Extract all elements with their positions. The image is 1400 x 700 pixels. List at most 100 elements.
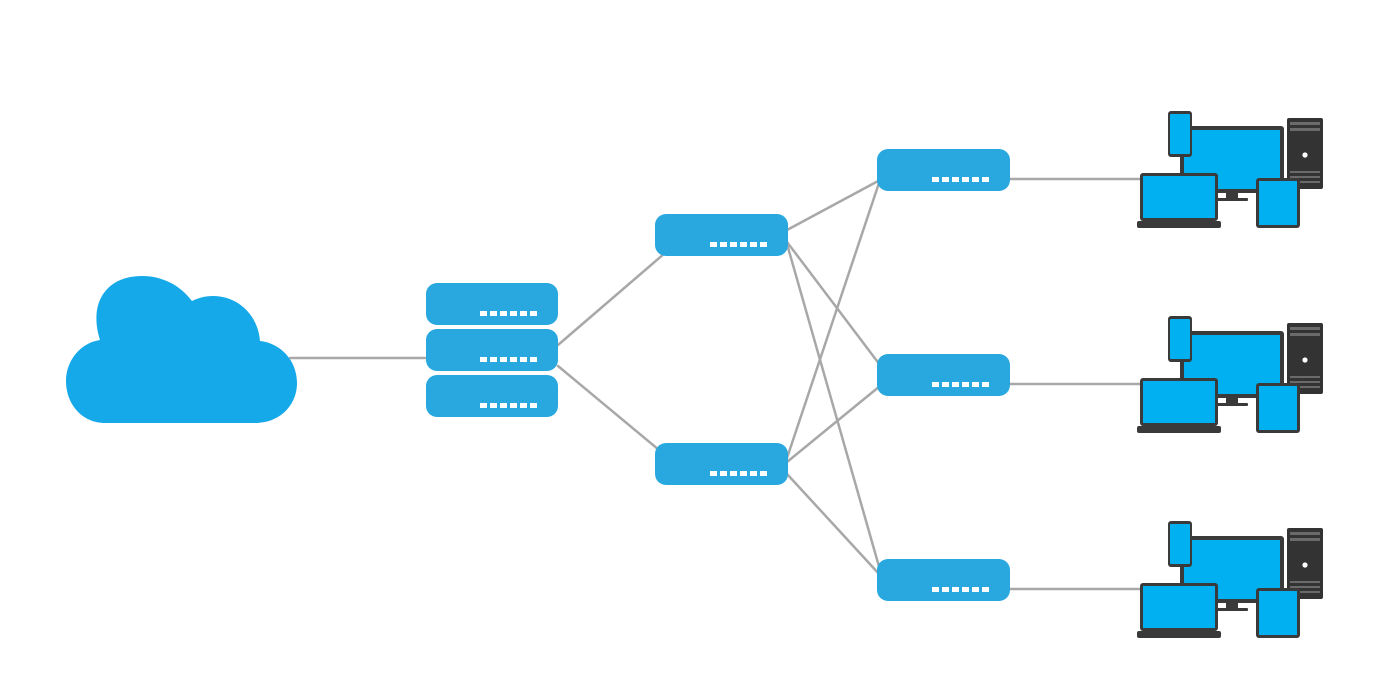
laptop-icon [1137, 173, 1221, 228]
port-4 [740, 242, 747, 247]
port-4 [510, 403, 517, 408]
port-3 [952, 382, 959, 387]
tower-pc-icon [1287, 528, 1323, 599]
port-1 [932, 382, 939, 387]
core-unit-1-body [426, 283, 558, 325]
tablet-screen [1259, 181, 1297, 225]
port-1 [480, 357, 487, 362]
link-dist-top-to-access-3 [785, 242, 882, 572]
laptop-base [1137, 426, 1221, 433]
port-6 [530, 403, 537, 408]
endpoint-cluster-1 [1137, 111, 1323, 228]
tablet-screen [1259, 386, 1297, 430]
access-switch-2-body [877, 354, 1010, 396]
laptop-icon [1137, 583, 1221, 638]
tower-vent-3 [1290, 591, 1320, 593]
port-2 [720, 242, 727, 247]
cloud-shape [66, 276, 297, 423]
laptop-screen [1143, 176, 1215, 218]
link-dist-top-to-access-1 [785, 178, 882, 232]
access-switch-3 [877, 559, 1010, 601]
tablet-icon [1256, 178, 1300, 228]
link-dist-bottom-to-access-1 [785, 178, 882, 460]
monitor-neck [1226, 193, 1238, 198]
distribution-switch-bottom-body [655, 443, 788, 485]
tower-slot-1 [1290, 327, 1320, 330]
cloud-icon [66, 276, 297, 423]
port-1 [480, 311, 487, 316]
monitor-foot [1216, 198, 1248, 201]
port-4 [962, 382, 969, 387]
monitor-foot [1216, 608, 1248, 611]
port-5 [750, 471, 757, 476]
access-switch-3-body [877, 559, 1010, 601]
distribution-switch-bottom [655, 443, 788, 485]
smartphone-icon [1168, 111, 1192, 157]
tower-slot-2 [1290, 333, 1320, 336]
link-dist-bottom-to-access-2 [785, 384, 882, 464]
distribution-switch-top [655, 214, 788, 256]
port-4 [510, 311, 517, 316]
tower-slot-2 [1290, 128, 1320, 131]
monitor-neck [1226, 603, 1238, 608]
tower-slot-1 [1290, 532, 1320, 535]
access-switch-1-body [877, 149, 1010, 191]
port-5 [972, 587, 979, 592]
tower-vent-1 [1290, 171, 1320, 173]
port-1 [480, 403, 487, 408]
port-5 [750, 242, 757, 247]
core-unit-2-body [426, 329, 558, 371]
core-unit-1 [426, 283, 558, 325]
laptop-base [1137, 221, 1221, 228]
tower-pc-icon [1287, 118, 1323, 189]
tower-vent-2 [1290, 176, 1320, 178]
access-switch-2 [877, 354, 1010, 396]
access-switch-1 [877, 149, 1010, 191]
tablet-screen [1259, 591, 1297, 635]
link-dist-top-to-access-2 [785, 240, 882, 367]
tablet-icon [1256, 383, 1300, 433]
tower-slot-2 [1290, 538, 1320, 541]
tablet-icon [1256, 588, 1300, 638]
port-1 [710, 471, 717, 476]
laptop-base [1137, 631, 1221, 638]
core-server-stack [426, 283, 558, 417]
tower-vent-2 [1290, 381, 1320, 383]
port-1 [932, 177, 939, 182]
tower-power-led [1302, 152, 1308, 158]
port-5 [520, 403, 527, 408]
distribution-switch-top-body [655, 214, 788, 256]
tower-vent-1 [1290, 376, 1320, 378]
phone-screen [1170, 114, 1190, 154]
port-2 [490, 311, 497, 316]
smartphone-icon [1168, 521, 1192, 567]
port-5 [972, 382, 979, 387]
port-2 [942, 177, 949, 182]
laptop-icon [1137, 378, 1221, 433]
port-3 [500, 311, 507, 316]
tower-vent-3 [1290, 181, 1320, 183]
phone-screen [1170, 319, 1190, 359]
laptop-screen [1143, 381, 1215, 423]
endpoint-cluster-3 [1137, 521, 1323, 638]
port-4 [962, 587, 969, 592]
port-5 [520, 357, 527, 362]
port-2 [490, 357, 497, 362]
nodes-layer [66, 111, 1323, 638]
port-4 [740, 471, 747, 476]
link-core-stack-to-dist-top [556, 251, 667, 347]
port-3 [730, 242, 737, 247]
port-3 [952, 177, 959, 182]
port-3 [500, 357, 507, 362]
port-1 [932, 587, 939, 592]
endpoint-cluster-2 [1137, 316, 1323, 433]
port-5 [972, 177, 979, 182]
port-3 [952, 587, 959, 592]
phone-screen [1170, 524, 1190, 564]
port-4 [510, 357, 517, 362]
link-core-stack-to-dist-bottom [556, 364, 667, 457]
port-6 [982, 587, 989, 592]
port-2 [942, 587, 949, 592]
tower-vent-1 [1290, 581, 1320, 583]
